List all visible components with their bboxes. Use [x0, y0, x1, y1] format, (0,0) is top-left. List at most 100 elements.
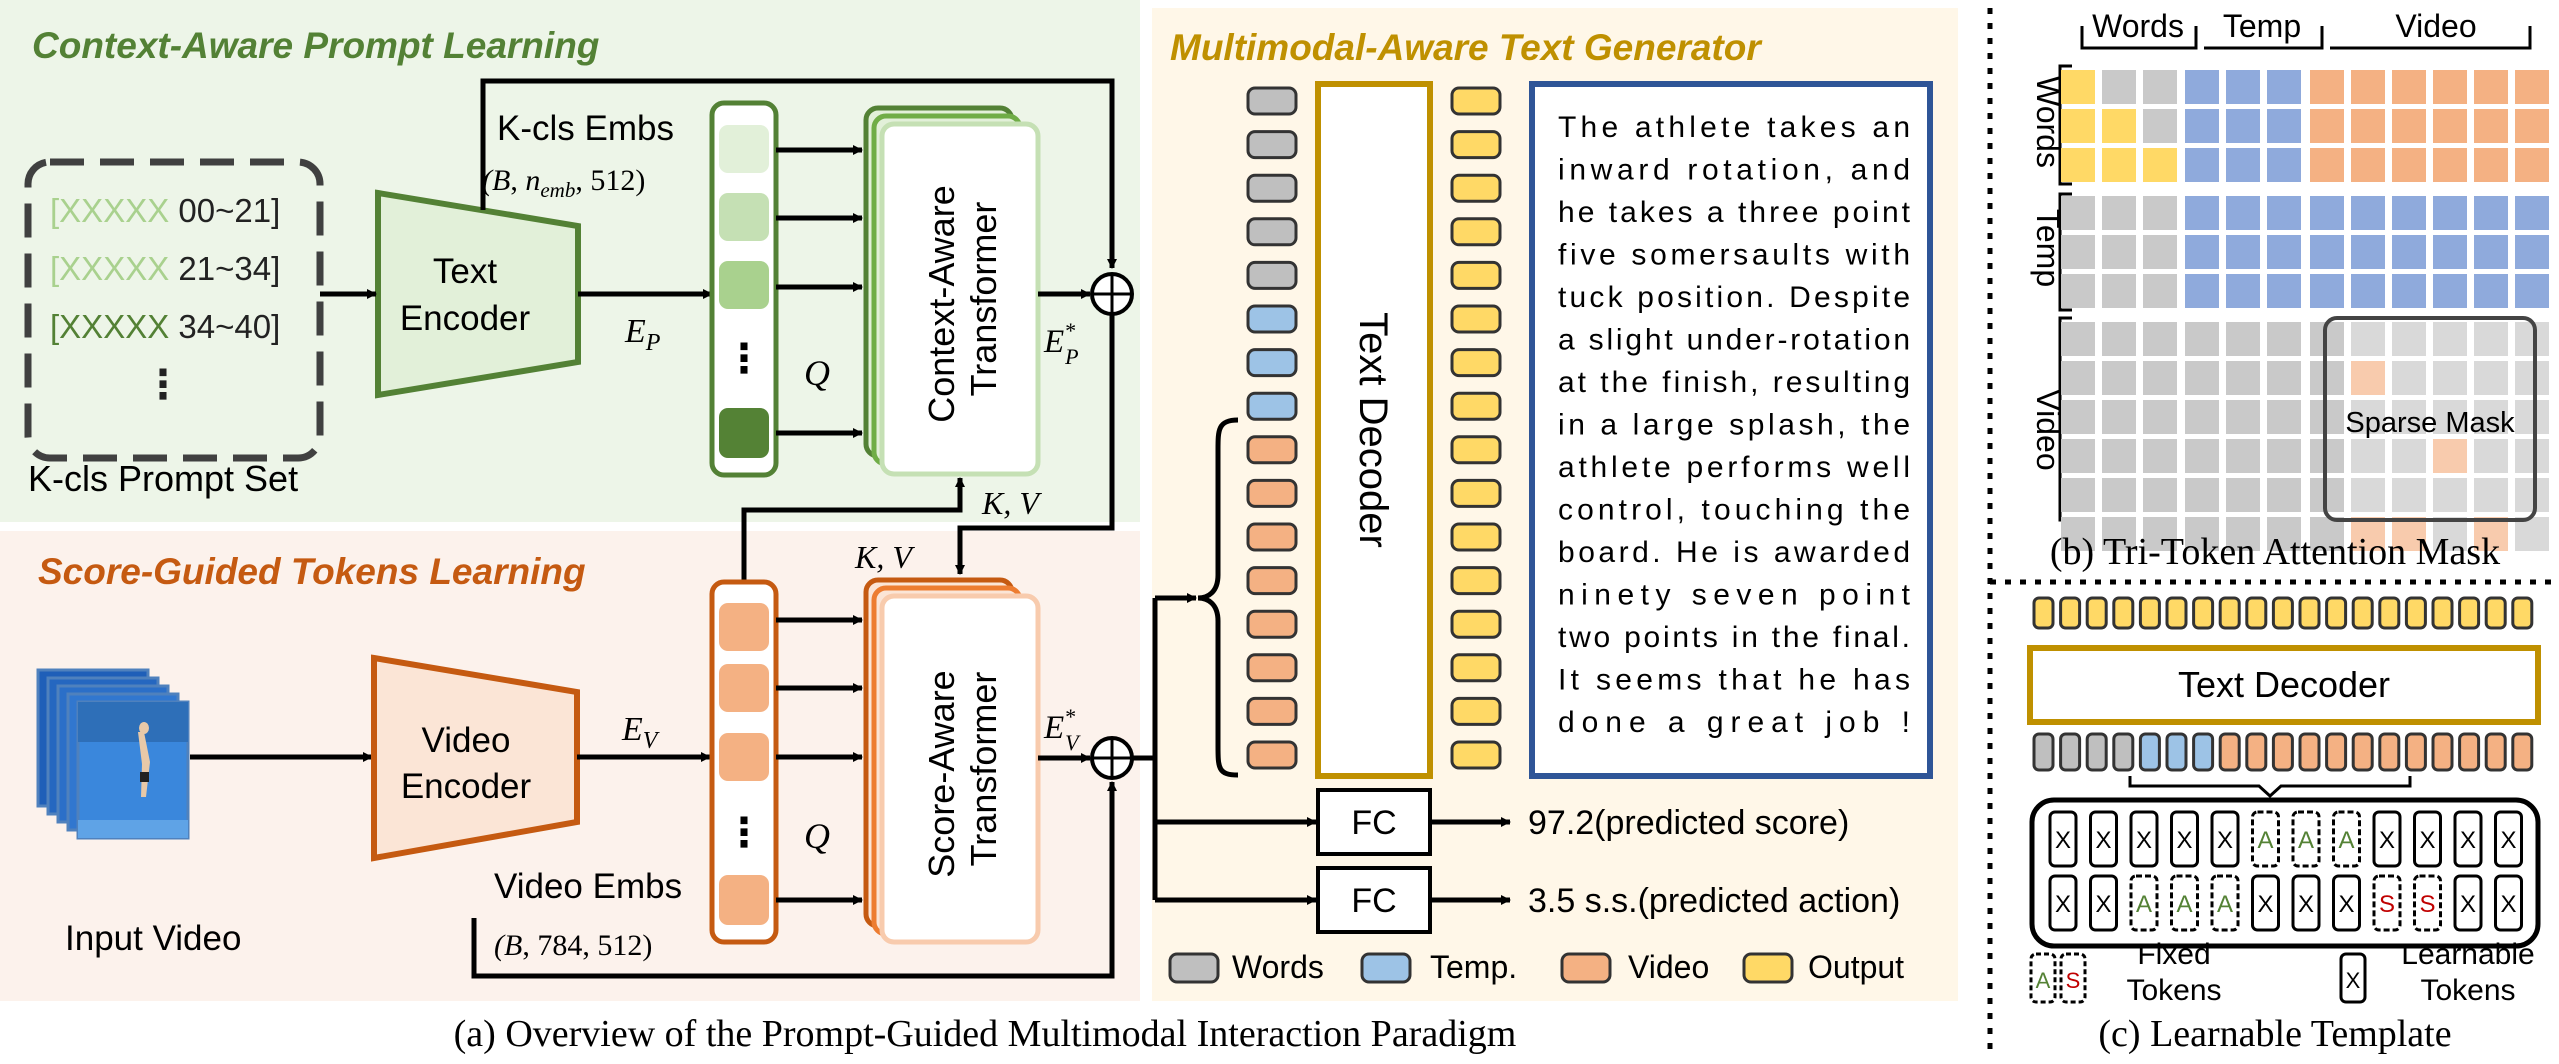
mask-cell: [2351, 196, 2385, 230]
template-input-token: [2112, 732, 2135, 772]
legend-words-label: Words: [1232, 949, 1324, 985]
fixed-token: [2291, 810, 2321, 868]
kv-label-ctx: K, V: [981, 485, 1042, 521]
prompt-item-1: [XXXXX 00~21]: [50, 192, 280, 229]
mask-cell: [2310, 196, 2344, 230]
mask-cell: [2185, 517, 2219, 551]
template-input-token: [2298, 732, 2321, 772]
video-emb-n: [719, 875, 769, 925]
learnable-token: [2089, 874, 2118, 932]
mask-cell: [2143, 196, 2177, 230]
mask-cell: [2226, 70, 2260, 104]
template-decoder-label: Text Decoder: [2178, 664, 2390, 705]
template-input-tokens: [2032, 732, 2534, 772]
template-token-letter: A: [2176, 891, 2192, 918]
mask-cell: [2351, 478, 2385, 512]
mask-cell: [2102, 322, 2136, 356]
mask-cell: [2143, 478, 2177, 512]
q-label-ctx: Q: [804, 353, 830, 393]
decoder-output-token: [1450, 217, 1502, 247]
mask-cell: [2267, 361, 2301, 395]
template-input-token: [2431, 732, 2454, 772]
mask-cell: [2061, 109, 2095, 143]
mask-cell: [2267, 109, 2301, 143]
template-input-token: [2351, 732, 2374, 772]
template-legend-x-letter: X: [2346, 968, 2361, 993]
mask-cell: [2102, 274, 2136, 308]
mask-cell: [2515, 517, 2549, 551]
kcls-embs-label: K-cls Embs: [497, 109, 674, 148]
fixed-token: [2251, 810, 2280, 868]
fc-score-label: FC: [1351, 804, 1396, 842]
mask-cell: [2433, 109, 2467, 143]
generated-text-line: at the finish, resulting: [1558, 366, 1910, 399]
learnable-token: [2453, 874, 2483, 932]
mask-cell: [2226, 517, 2260, 551]
mask-cell: [2143, 109, 2177, 143]
mask-cell: [2392, 400, 2426, 434]
mask-cell: [2433, 517, 2467, 551]
mask-cell: [2061, 361, 2095, 395]
fc-score-box: [1316, 788, 1432, 856]
kv-to-context-line: [741, 477, 965, 582]
generated-text-line: tuck position. Despite: [1558, 281, 1910, 314]
mask-cell: [2392, 196, 2426, 230]
mask-cell: [2143, 517, 2177, 551]
mask-cell: [2267, 478, 2301, 512]
template-input-token: [2192, 732, 2215, 772]
kcls-emb-k: [719, 408, 769, 458]
template-token-letter: X: [2379, 827, 2395, 854]
mask-cell: [2474, 70, 2508, 104]
video-encoder-line1: Video: [422, 721, 511, 760]
kcls-emb-3: [719, 261, 769, 309]
decoder-input-token: [1246, 130, 1298, 160]
template-token-letter: X: [2055, 891, 2071, 918]
decoder-input-token: [1246, 217, 1298, 247]
template-output-token: [2059, 596, 2082, 630]
decoder-output-token: [1450, 478, 1502, 508]
mask-cell: [2392, 478, 2426, 512]
fixed-token: [2413, 874, 2442, 932]
fixed-token: [2332, 810, 2361, 868]
prompt-item-3: [XXXXX 34~40]: [50, 308, 280, 345]
legend-words-swatch: [1168, 952, 1220, 984]
learnable-token: [2372, 810, 2402, 868]
video-emb-1: [719, 603, 769, 651]
mask-cell: [2102, 439, 2136, 473]
mask-row-bracket-temp: [2058, 192, 2072, 312]
mask-cell: [2226, 439, 2260, 473]
fixed-token: [2210, 874, 2240, 932]
decoder-input-token: [1246, 740, 1298, 770]
mask-cell: [2185, 478, 2219, 512]
template-output-token: [2138, 596, 2161, 630]
mask-cell: [2433, 322, 2467, 356]
kcls-emb-2: [719, 193, 769, 241]
mask-cell: [2310, 235, 2344, 269]
decoder-input-token: [1246, 696, 1298, 726]
template-output-token: [2298, 596, 2321, 630]
legend-temp-swatch: [1360, 952, 1412, 984]
mask-cell: [2185, 322, 2219, 356]
mask-cell: [2185, 400, 2219, 434]
caption-c: (c) Learnable Template: [2098, 1013, 2451, 1055]
legend-output-swatch: [1742, 952, 1794, 984]
mask-cell: [2226, 361, 2260, 395]
mask-cell: [2474, 274, 2508, 308]
mask-cell: [2102, 517, 2136, 551]
template-output-token: [2032, 596, 2055, 630]
decoder-output-token: [1450, 173, 1502, 203]
learnable-tokens-line1: Learnable: [2401, 938, 2534, 971]
template-input-token: [2032, 732, 2055, 772]
template-output-token: [2351, 596, 2374, 630]
decoder-output-token: [1450, 130, 1502, 160]
template-input-token: [2404, 732, 2427, 772]
mask-cell: [2515, 148, 2549, 182]
mask-cell: [2267, 322, 2301, 356]
template-token-letter: S: [2379, 891, 2395, 918]
mask-cell: [2392, 361, 2426, 395]
video-encoder-line2: Encoder: [401, 767, 532, 806]
template-token-letter: X: [2338, 891, 2354, 918]
mask-cell: [2515, 322, 2549, 356]
decoder-input-tokens: [1246, 86, 1298, 770]
decoder-input-token: [1246, 304, 1298, 334]
